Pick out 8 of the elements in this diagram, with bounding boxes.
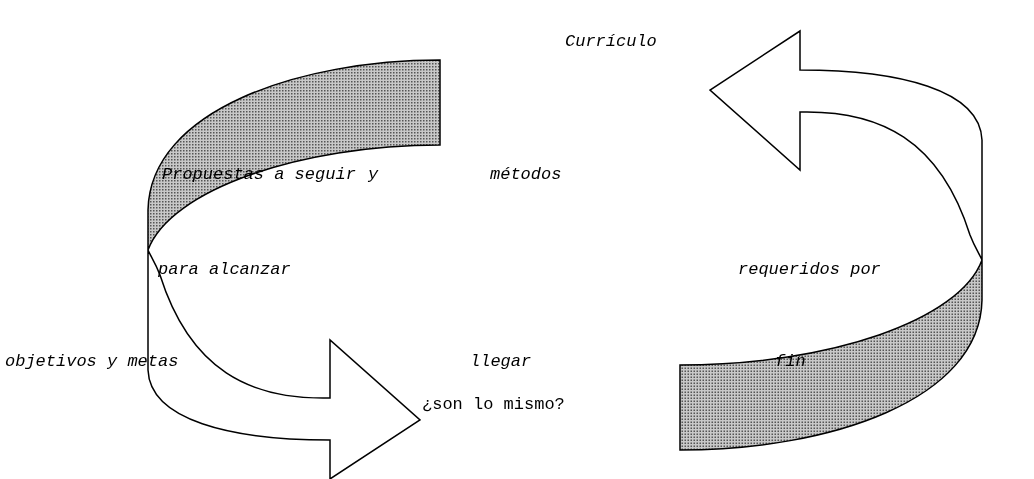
cycle-label: fin	[775, 351, 806, 373]
cycle-label: métodos	[490, 164, 562, 186]
cycle-label: Currículo	[565, 31, 657, 53]
cycle-label: requeridos por	[738, 259, 881, 281]
cycle-label: y	[368, 164, 379, 186]
cycle-label: llegar	[470, 351, 532, 373]
cycle-label: ¿son lo mismo?	[422, 394, 565, 416]
cycle-label: para alcanzar	[158, 259, 291, 281]
